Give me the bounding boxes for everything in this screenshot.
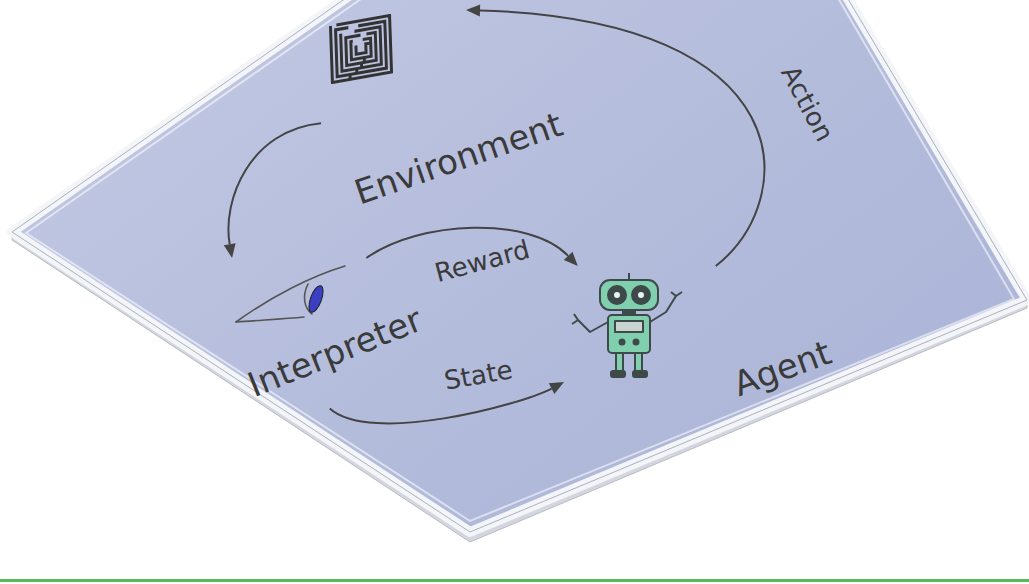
- robot-icon-part-part: [650, 296, 676, 322]
- maze-icon-part-part: [351, 38, 371, 60]
- green-rule: [0, 579, 1029, 582]
- node-label: Agent: [728, 332, 836, 403]
- node-label: Interpreter: [242, 300, 427, 405]
- robot-icon-part-part: [578, 320, 608, 332]
- maze-icon-part-part: [336, 21, 387, 77]
- maze-icon-part-part: [330, 16, 391, 83]
- edge-label: Action: [774, 61, 839, 147]
- robot-icon-part-part: [608, 286, 626, 304]
- flow-arrow: [224, 123, 321, 258]
- arrow-head: [564, 252, 578, 266]
- arrow-line: [330, 389, 552, 424]
- robot-icon-part-part: [632, 286, 650, 304]
- maze-icon: [325, 14, 397, 84]
- maze-icon-part-part: [356, 43, 370, 54]
- eye-icon-part-part: [236, 317, 304, 322]
- robot-icon-part-part: [611, 371, 625, 377]
- robot-icon: [568, 270, 690, 382]
- robot-icon-part-part: [633, 371, 647, 377]
- diagram-node: Interpreter: [228, 258, 432, 409]
- diagram-node: Agent: [564, 266, 840, 408]
- robot-icon-part-part: [634, 340, 639, 345]
- maze-icon-part-part: [341, 27, 382, 71]
- robot-icon-part-part: [637, 291, 645, 299]
- plate-inner-bevel: [26, 0, 1014, 521]
- node-label: Environment: [349, 104, 567, 212]
- robot-icon-part-part: [620, 340, 625, 345]
- eye-icon-part: [306, 284, 326, 314]
- edge-label: Reward: [431, 235, 532, 289]
- maze-icon-part-part: [346, 33, 377, 66]
- robot-icon-part-part: [671, 292, 682, 296]
- maze-icon-part: [330, 16, 391, 83]
- robot-icon-part-part: [635, 353, 642, 371]
- eye-icon: [232, 262, 350, 326]
- plate-edge: [12, 0, 1027, 532]
- plate-surface: [12, 0, 1027, 532]
- arrow-line: [228, 123, 321, 244]
- robot-icon-part-part: [613, 291, 621, 299]
- arrow-head: [466, 4, 480, 16]
- eye-icon-part: [236, 266, 345, 322]
- robot-icon-part-part: [616, 353, 623, 371]
- robot-icon-part-part: [572, 314, 578, 324]
- robot-icon-part-part: [628, 273, 630, 280]
- eye-icon-part-part: [236, 266, 345, 322]
- edge-label: State: [441, 355, 514, 396]
- robot-icon-part-part: [615, 321, 643, 332]
- arrow-head: [224, 243, 236, 258]
- robot-icon-part-part: [608, 315, 650, 353]
- robot-icon-part: [572, 273, 682, 377]
- diagram-node: Environment: [321, 10, 571, 216]
- robot-icon-part-part: [600, 280, 658, 310]
- arrow-head: [549, 382, 564, 394]
